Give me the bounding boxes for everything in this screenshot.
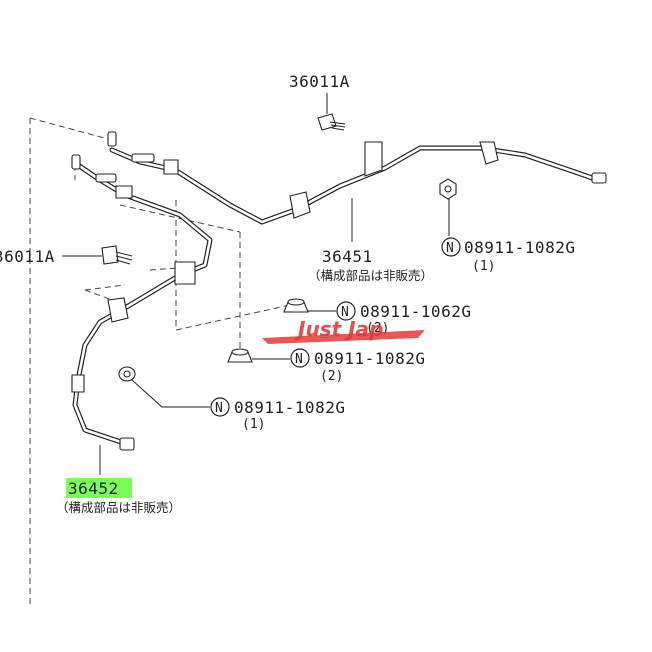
part-qty-nut-a: (1) [472,259,495,274]
cable-clip [479,141,499,165]
watermark-logo: Just Jap [262,317,425,344]
cable-clip [163,159,179,175]
nut-c-icon [227,348,253,363]
part-note-36452: （構成部品は非販売） [56,500,181,515]
guide-lines [29,117,291,605]
cable-adjuster [131,153,155,163]
cable-clip [71,374,85,393]
bolt-left-icon [101,245,133,265]
n-badge-circle [210,397,230,417]
n-badge: N [446,241,454,256]
n-badge: N [215,401,223,416]
part-qty-nut-d: (1) [242,417,265,432]
part-number-36452: 36452 [68,479,119,498]
cable-clip [174,261,196,285]
n-badge: N [295,352,303,367]
part-highlight [66,478,132,498]
cable-bracket [364,141,383,177]
cable-adjuster [95,173,117,183]
cable-end-fitting [119,437,135,451]
watermark-text: Just Jap [294,317,383,341]
leader-lines [62,93,450,475]
cable-clip [107,297,129,323]
part-number-36011a-left: 36011A [0,247,55,266]
n-badge-circle [290,348,310,368]
cable-end-cap [71,154,81,170]
part-number-36451: 36451 [322,247,373,266]
nut-a-icon [439,178,457,200]
part-number-nut-d: 08911-1082G [234,398,345,417]
cable-clip [115,185,133,199]
cable-36452 [71,154,213,451]
part-number-nut-b: 08911-1062G [360,302,471,321]
n-badge-circle [336,301,356,321]
part-number-nut-c: 08911-1082G [314,349,425,368]
part-number-36011a-top: 36011A [289,72,350,91]
n-badge: N [341,305,349,320]
part-note-36451: （構成部品は非販売） [308,268,433,283]
cable-end-fitting [591,172,607,184]
cable-36451 [107,131,607,225]
nut-b-icon [283,298,309,313]
part-number-nut-a: 08911-1082G [464,238,575,257]
bolt-top-icon [317,113,346,131]
cable-clip [289,191,311,219]
cable-end-cap [107,131,117,147]
part-qty-nut-c: (2) [320,369,343,384]
n-badge-circle [441,237,461,257]
nut-d-icon [118,366,136,382]
